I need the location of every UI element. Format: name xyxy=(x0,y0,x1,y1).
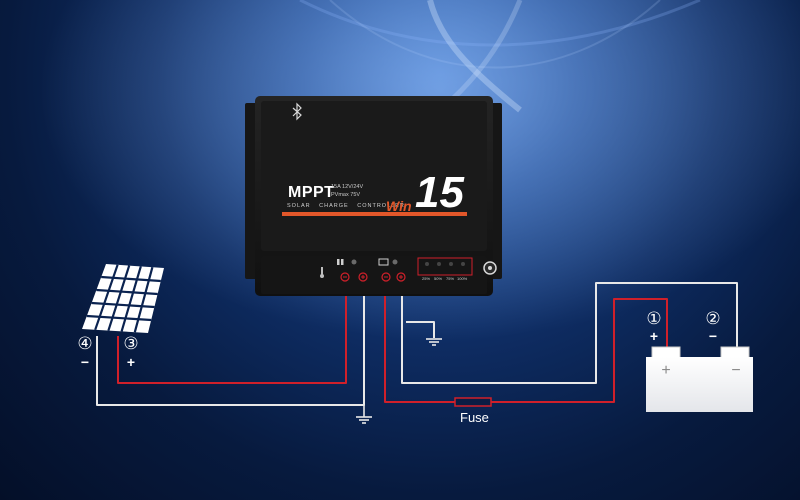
led-label-75: 75% xyxy=(446,276,455,281)
wires xyxy=(96,282,738,406)
panel-cell-divider xyxy=(86,314,152,322)
battery-positive-sign: + xyxy=(649,328,659,344)
bluetooth-icon xyxy=(292,102,302,121)
battery-negative-terminal xyxy=(720,346,750,359)
panel-cell-divider xyxy=(94,264,119,331)
battery-level-leds xyxy=(425,262,465,266)
model-prefix: Win xyxy=(386,198,412,214)
led-label-100: 100% xyxy=(457,276,468,281)
battery-body xyxy=(646,357,753,412)
temperature-sensor-icon xyxy=(320,267,324,278)
ground-branch-wire xyxy=(406,321,435,338)
spec-line-2: PVmax 75V xyxy=(331,192,361,198)
panel-cell-divider xyxy=(107,265,131,331)
charge-controller xyxy=(245,96,502,296)
solar-panel xyxy=(82,264,164,333)
solar-negative-sign: − xyxy=(80,354,90,370)
battery-negative-wire xyxy=(401,282,738,384)
model-number: 15 xyxy=(415,168,464,217)
solar-negative-wire xyxy=(96,296,365,406)
solar-negative-number: ④ xyxy=(77,334,93,353)
battery-positive-terminal xyxy=(651,346,681,359)
panel-cell-divider xyxy=(120,266,142,332)
led-label-25: 25% xyxy=(422,276,431,281)
battery-body-negative-mark: − xyxy=(731,362,741,379)
battery-status-icon xyxy=(378,258,389,266)
battery-negative-number: ② xyxy=(705,309,721,328)
spec-line-1: 15A 12V/24V xyxy=(331,184,364,190)
solar-positive-sign: + xyxy=(126,354,136,370)
brand-label: MPPT xyxy=(288,184,335,201)
terminal-signs xyxy=(343,275,403,279)
solar-status-icon xyxy=(337,259,344,265)
battery-body-positive-mark: + xyxy=(661,362,671,379)
fuse-label: Fuse xyxy=(460,410,489,425)
battery-negative-sign: − xyxy=(708,328,718,344)
battery xyxy=(646,346,753,412)
ground-symbol xyxy=(426,338,442,346)
led-label-50: 50% xyxy=(434,276,443,281)
accent-stripe xyxy=(282,212,467,216)
solar-positive-number: ③ xyxy=(123,334,139,353)
panel-cell-divider xyxy=(91,301,155,309)
panel-cell-divider xyxy=(133,266,154,333)
battery-level-indicator xyxy=(417,257,473,276)
panel-cell-divider xyxy=(96,288,158,296)
product-subtitle: SOLAR CHARGE CONTROLLER xyxy=(287,203,405,209)
ground-symbol xyxy=(356,405,372,424)
solar-positive-wire xyxy=(117,296,347,384)
battery-status-led xyxy=(392,259,398,265)
battery-positive-wire xyxy=(384,296,668,403)
panel-cell-divider xyxy=(101,275,161,283)
battery-positive-number: ① xyxy=(646,309,662,328)
terminal-indicators xyxy=(340,272,406,282)
fuse-icon xyxy=(454,397,492,407)
solar-status-led xyxy=(351,259,357,265)
